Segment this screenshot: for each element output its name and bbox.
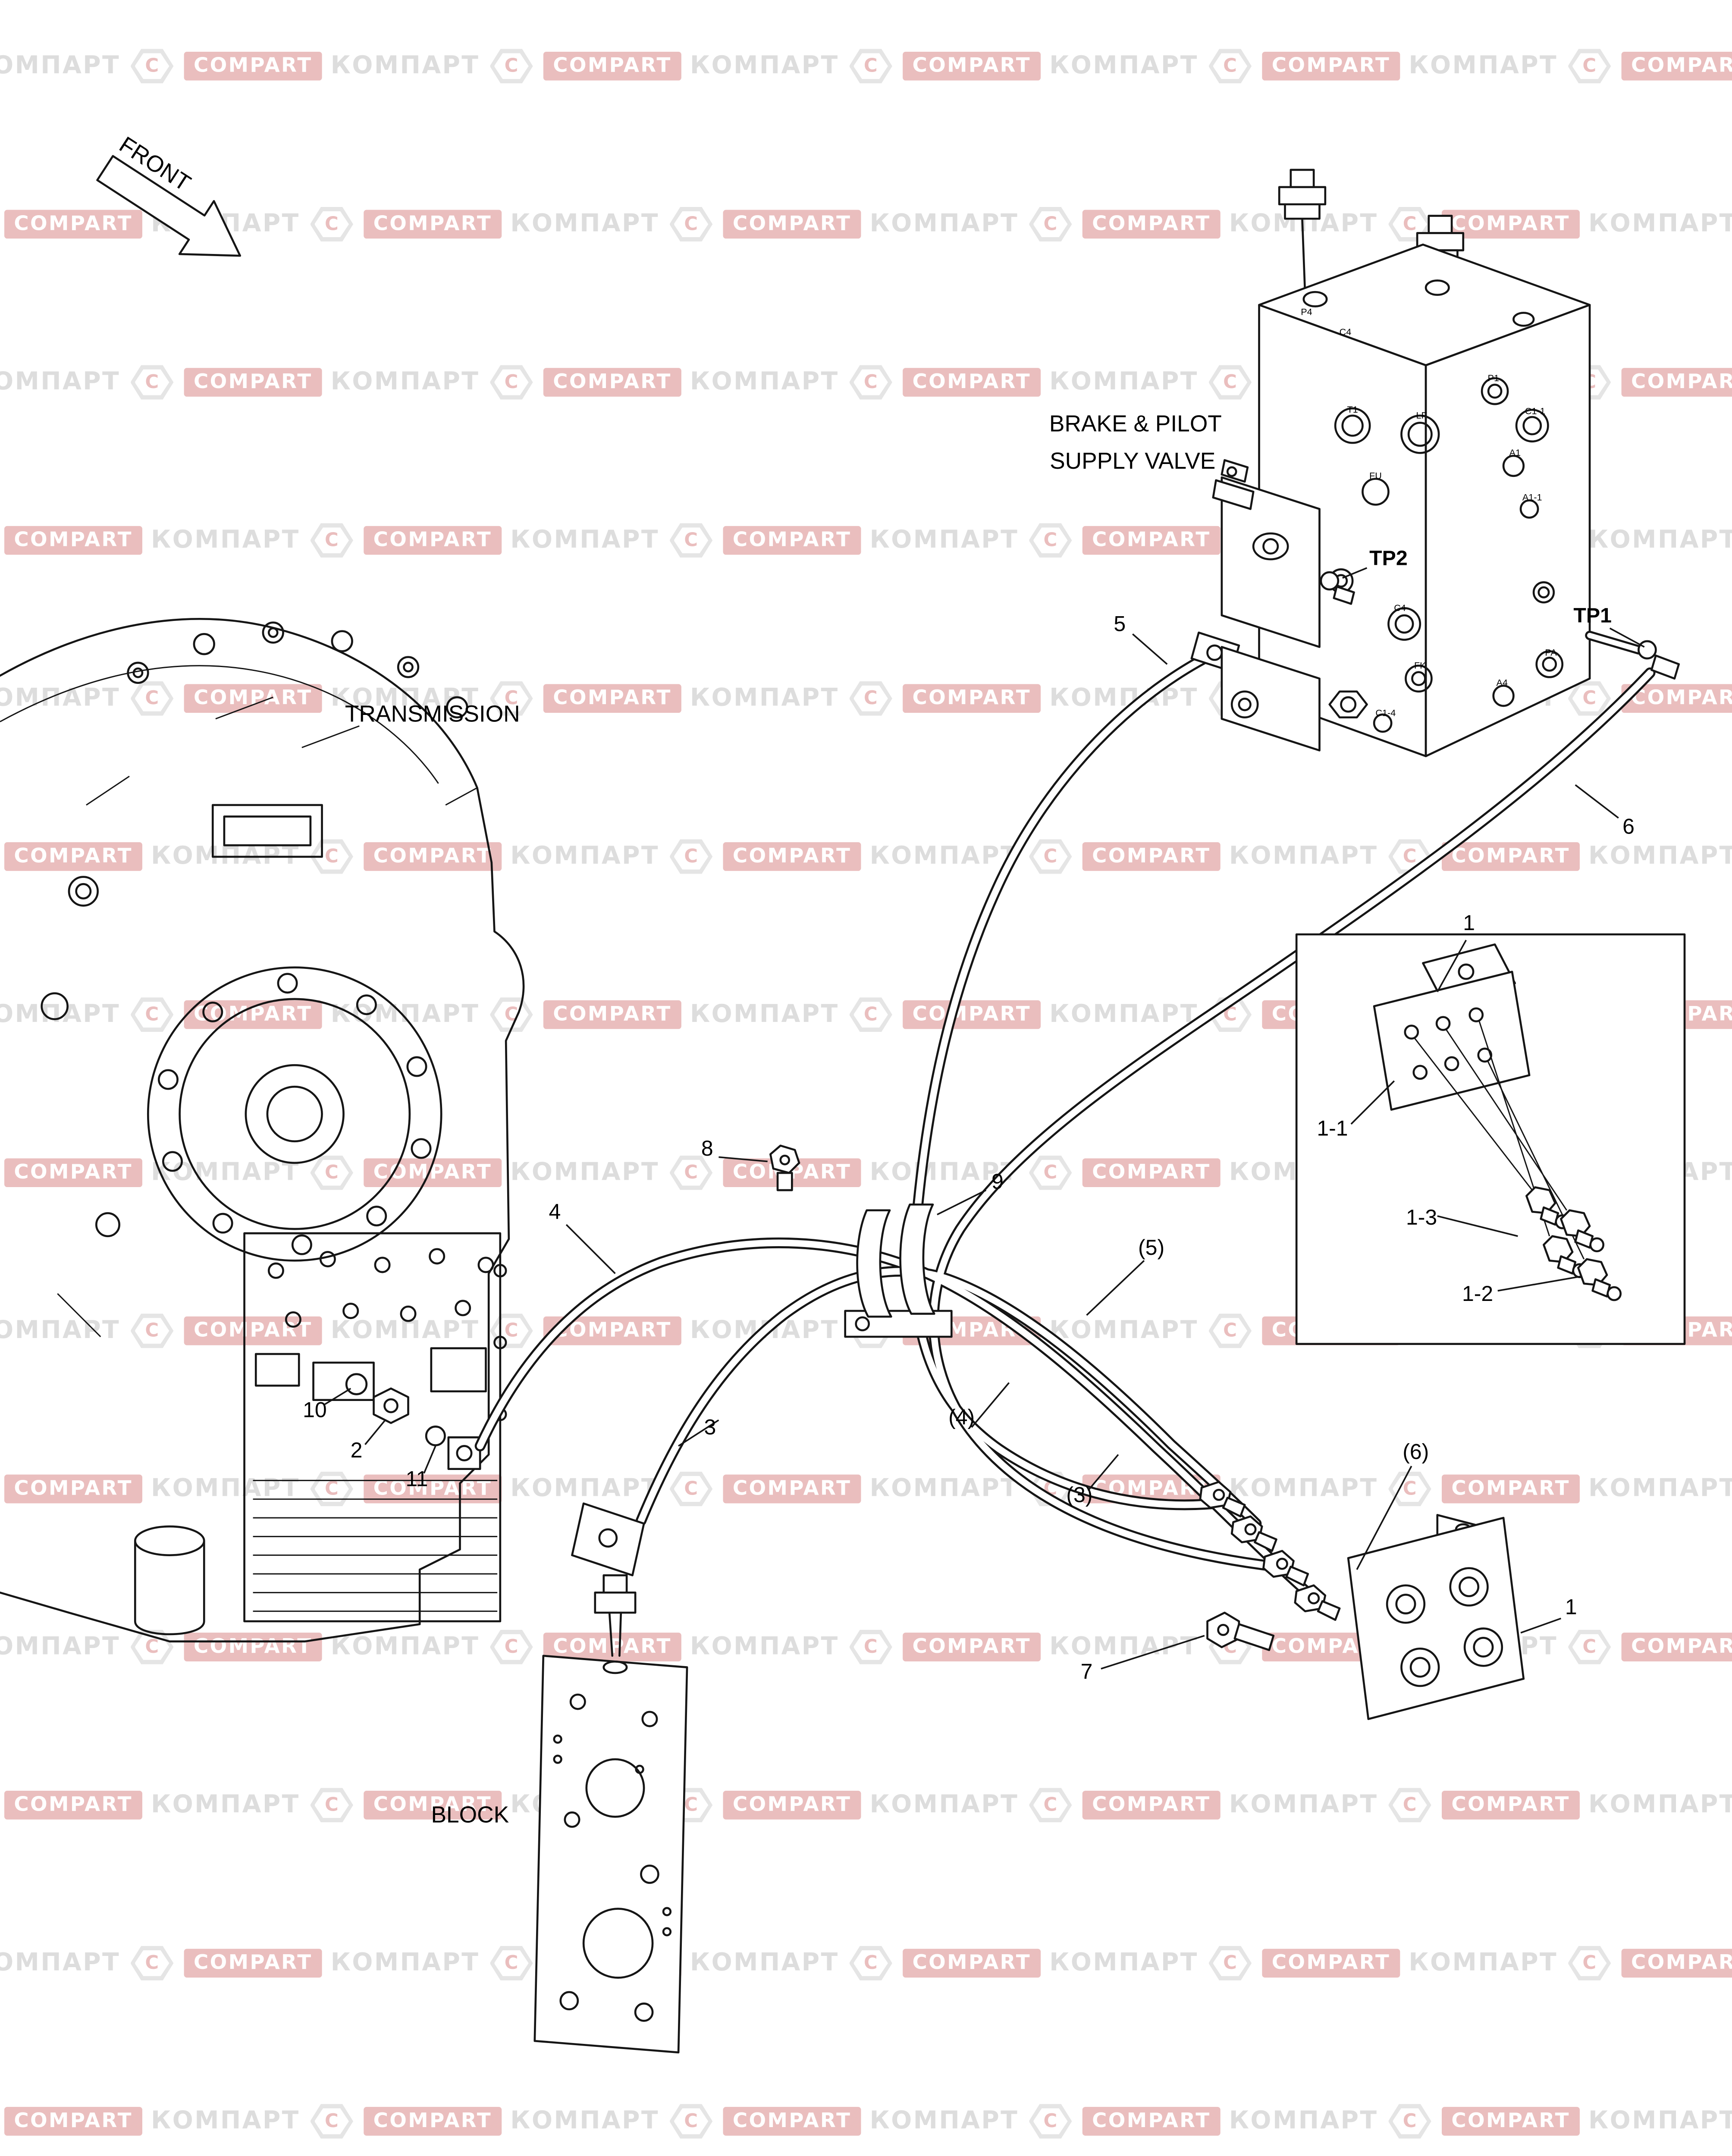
- callout-9: 9: [992, 1169, 1004, 1194]
- brake-pilot-valve-drawing: P4 C4 T1 LF FU P1 C1-1 A1 A1-1 C4 FK C1-…: [1190, 169, 1680, 757]
- text-labels: TRANSMISSION BRAKE & PILOT SUPPLY VALVE …: [303, 411, 1635, 1827]
- clamp-bolt: [769, 1144, 800, 1191]
- callout-7: 7: [1081, 1659, 1093, 1683]
- transmission-port-fitting: [345, 1373, 481, 1470]
- port-label-a1: A1: [1509, 447, 1521, 458]
- transmission-label: TRANSMISSION: [345, 702, 520, 727]
- port-label-fu: FU: [1369, 470, 1382, 481]
- port-label-t1: T1: [1347, 404, 1358, 415]
- port-label-lf: LF: [1416, 410, 1427, 420]
- callout-11: 11: [406, 1467, 428, 1491]
- port-label-a1-1: A1-1: [1522, 492, 1542, 502]
- block-drawing: [533, 1502, 688, 2054]
- port-label-a4: A4: [1497, 677, 1508, 688]
- callout-1-inset: 1: [1463, 911, 1475, 935]
- callout-3: 3: [704, 1415, 716, 1439]
- port-label-p1: P1: [1488, 373, 1499, 383]
- tp1-label: TP1: [1573, 604, 1612, 627]
- port-label-c1-1: C1-1: [1525, 405, 1545, 416]
- transmission-drawing: [0, 618, 525, 1642]
- callout-ref6: (6): [1403, 1439, 1429, 1463]
- hose-clamp: [844, 1203, 953, 1338]
- callout-2: 2: [351, 1438, 363, 1462]
- callout-10: 10: [303, 1398, 327, 1422]
- callout-8: 8: [701, 1136, 713, 1160]
- port-label-pa: PA: [1545, 647, 1557, 658]
- valve-title-line1: BRAKE & PILOT: [1049, 411, 1222, 436]
- port-label-p4: P4: [1301, 306, 1312, 317]
- port-label-c4-top: C4: [1340, 326, 1352, 337]
- port-label-fk: FK: [1414, 660, 1426, 671]
- front-arrow: FRONT: [96, 132, 242, 257]
- callout-ref5: (5): [1138, 1235, 1164, 1260]
- bracket-assembly: [1200, 1482, 1525, 1720]
- callout-1-1: 1-1: [1317, 1116, 1348, 1140]
- callout-1-bracket: 1: [1565, 1595, 1577, 1619]
- hoses: [474, 644, 1656, 1601]
- valve-title-line2: SUPPLY VALVE: [1050, 448, 1215, 474]
- callout-ref4: (4): [948, 1405, 975, 1429]
- port-label-c1-4: C1-4: [1375, 707, 1396, 718]
- callout-6: 6: [1622, 815, 1635, 839]
- block-label: BLOCK: [431, 1802, 509, 1828]
- inset-detail-box: [1295, 933, 1686, 1345]
- port-label-c4-front: C4: [1394, 602, 1406, 613]
- callout-4: 4: [549, 1200, 561, 1224]
- tp2-label: TP2: [1369, 546, 1408, 570]
- callout-5: 5: [1114, 612, 1126, 636]
- callout-ref3: (3): [1066, 1482, 1092, 1507]
- callout-1-3: 1-3: [1406, 1205, 1437, 1229]
- callout-1-2: 1-2: [1462, 1282, 1493, 1306]
- leader-lines: [324, 567, 1645, 1670]
